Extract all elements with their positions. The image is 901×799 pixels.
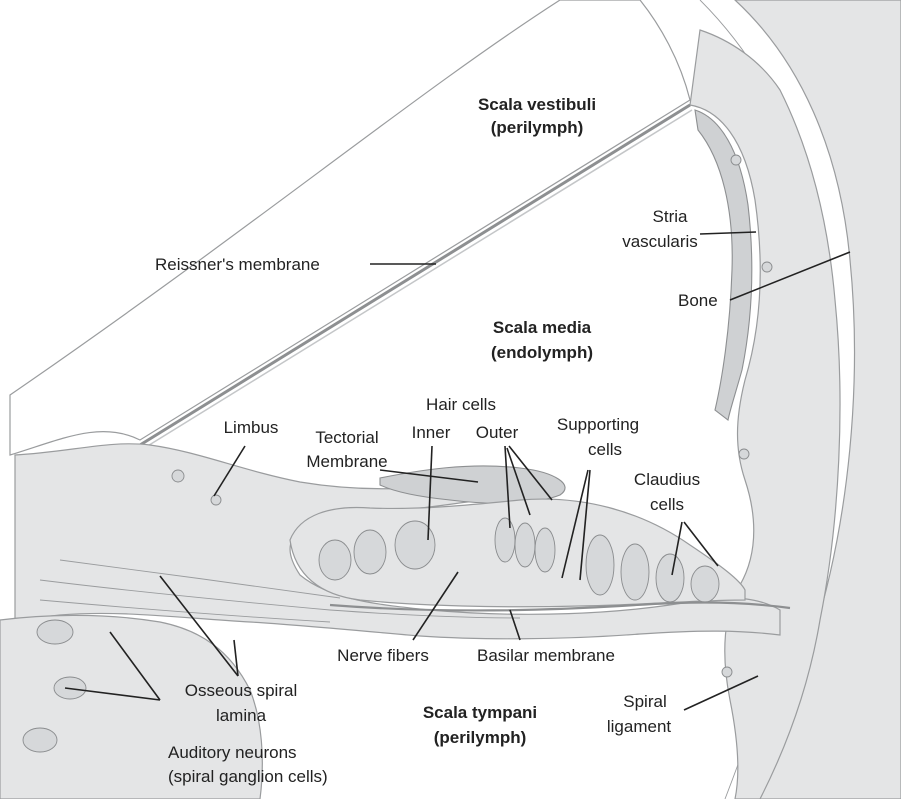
label-inner: Inner — [412, 423, 451, 442]
label-osseous-1: Osseous spiral — [185, 681, 297, 700]
ganglion-cell-1 — [37, 620, 73, 644]
label-stria-2: vascularis — [622, 232, 698, 251]
label-stria-1: Stria — [653, 207, 689, 226]
label-nerve-fibers: Nerve fibers — [337, 646, 429, 665]
label-claudius-1: Claudius — [634, 470, 700, 489]
label-reissners-membrane: Reissner's membrane — [155, 255, 320, 274]
label-osseous-2: lamina — [216, 706, 267, 725]
limbus-cell — [211, 495, 221, 505]
label-hair-cells: Hair cells — [426, 395, 496, 414]
stria-cell — [731, 155, 741, 165]
label-auditory-2: (spiral ganglion cells) — [168, 767, 328, 786]
label-supporting-2: cells — [588, 440, 622, 459]
label-scala-tympani: Scala tympani — [423, 703, 537, 722]
limbus-cell — [172, 470, 184, 482]
label-scala-tympani-sub: (perilymph) — [434, 728, 527, 747]
stria-cell — [762, 262, 772, 272]
label-auditory-1: Auditory neurons — [168, 743, 297, 762]
label-basilar-membrane: Basilar membrane — [477, 646, 615, 665]
ganglion-cell-3 — [23, 728, 57, 752]
ligament-cell — [739, 449, 749, 459]
label-scala-vestibuli-sub: (perilymph) — [491, 118, 584, 137]
label-scala-media-sub: (endolymph) — [491, 343, 593, 362]
ligament-cell — [722, 667, 732, 677]
label-scala-vestibuli: Scala vestibuli — [478, 95, 596, 114]
label-claudius-2: cells — [650, 495, 684, 514]
label-scala-media: Scala media — [493, 318, 592, 337]
vestibular-wall — [10, 0, 690, 455]
label-supporting-1: Supporting — [557, 415, 639, 434]
label-spiral-2: ligament — [607, 717, 672, 736]
label-outer: Outer — [476, 423, 519, 442]
label-tectorial-2: Membrane — [306, 452, 387, 471]
label-tectorial-1: Tectorial — [315, 428, 378, 447]
label-spiral-1: Spiral — [623, 692, 666, 711]
label-bone: Bone — [678, 291, 718, 310]
label-limbus: Limbus — [224, 418, 279, 437]
